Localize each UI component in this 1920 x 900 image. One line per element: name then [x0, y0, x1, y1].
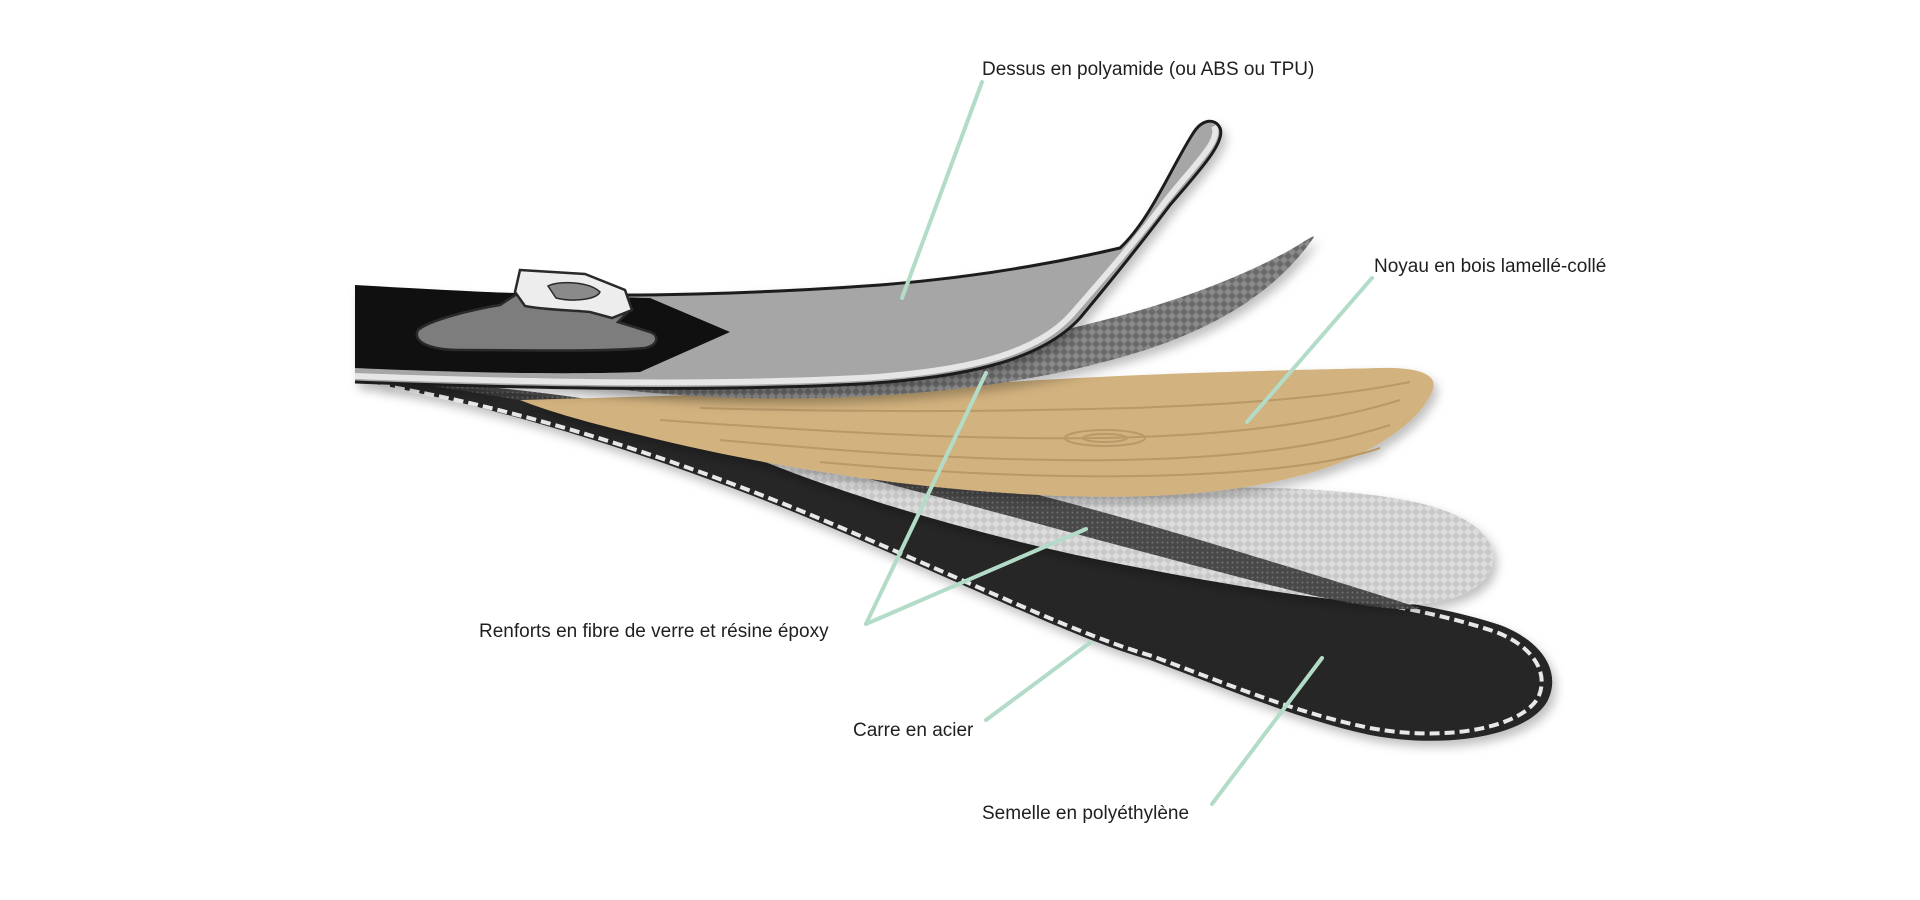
wood-grain-lines: [659, 381, 1411, 478]
wood-core-layer: [520, 367, 1434, 497]
label-reinforcement: Renforts en fibre de verre et résine épo…: [479, 621, 829, 642]
leader-reinforcement-a: [864, 371, 988, 626]
wood-core-shape: [520, 367, 1434, 497]
label-top-sheet: Dessus en polyamide (ou ABS ou TPU): [982, 59, 1314, 80]
leader-top-sheet: [900, 80, 984, 300]
leader-edge: [984, 640, 1093, 722]
binding-toe-window: [546, 281, 601, 301]
steel-edge-shape: [379, 383, 1544, 736]
leader-base: [1210, 656, 1324, 806]
label-edge: Carre en acier: [853, 720, 974, 741]
label-base: Semelle en polyéthylène: [982, 803, 1189, 824]
resin-band-layer: [370, 378, 1420, 610]
binding-area: [355, 268, 730, 374]
top-sheet-edge-line: [354, 124, 1219, 386]
label-core: Noyau en bois lamellé-collé: [1374, 256, 1606, 277]
leader-reinforcement-b: [864, 527, 1088, 626]
leader-core: [1245, 276, 1374, 424]
base-layer: [355, 380, 1553, 741]
top-sheet-outline: [354, 119, 1223, 390]
base-sole-shape: [355, 380, 1553, 741]
leader-lines: [864, 80, 1374, 806]
